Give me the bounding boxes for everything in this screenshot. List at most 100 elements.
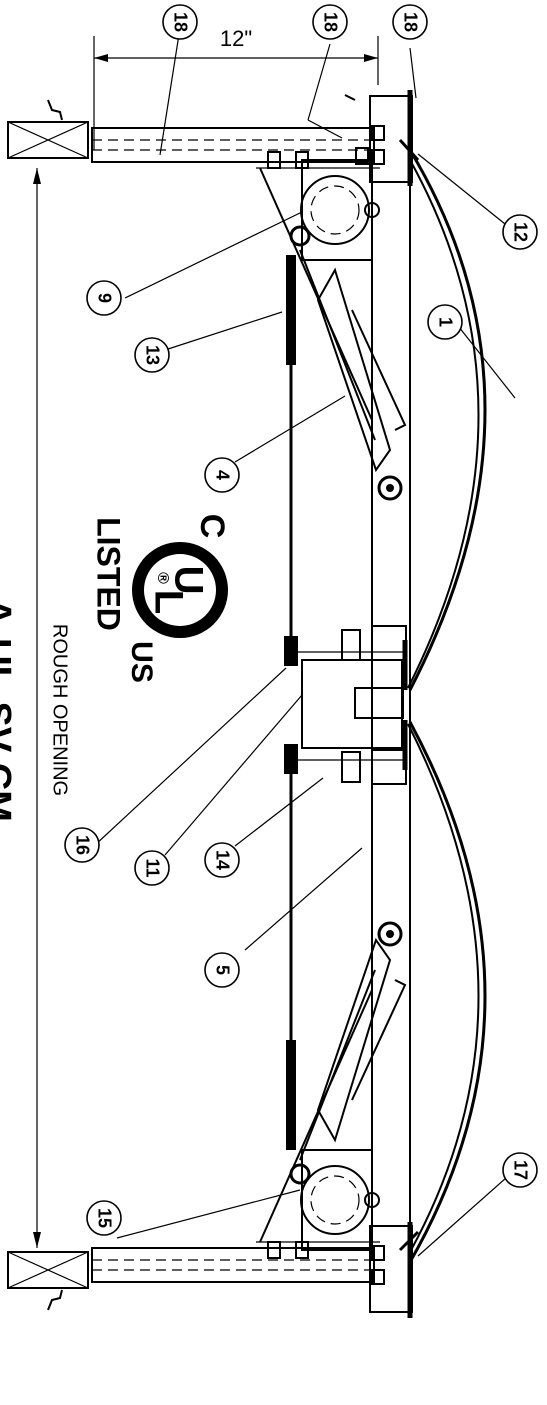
actuator-lower-arm2: [299, 969, 376, 1161]
actuator-lower-end: [377, 921, 403, 947]
operator-upper-motor: [300, 175, 370, 245]
ul-registered: ®: [154, 572, 171, 584]
frame-top: [344, 90, 420, 186]
operator-lower-housing: [301, 1149, 373, 1251]
callout-c11: 11: [134, 850, 170, 886]
leader-15: [116, 1189, 301, 1239]
operator-upper-bolt1: [267, 151, 281, 169]
center-bracket-top: [371, 625, 407, 661]
operator-upper: [256, 147, 407, 501]
frame-bottom-bolt-b: [371, 1269, 385, 1285]
dimension-12-label: 12": [220, 26, 252, 51]
ul-letters-us: US: [125, 641, 158, 683]
callout-circle: [134, 850, 170, 886]
callout-number: 17: [510, 1160, 530, 1180]
callout-number: 4: [212, 470, 232, 480]
callout-number: 14: [212, 850, 232, 870]
leader-5: [244, 847, 363, 951]
top-dimension: 12": [93, 26, 379, 150]
actuator-lower-cylinder: [316, 937, 392, 1143]
ul-letter-c: C: [193, 514, 231, 539]
leader-18a: [159, 27, 181, 156]
operator-upper-motor-inner: [310, 185, 360, 235]
wall-block-bottom-rect: [7, 1251, 89, 1289]
dome-lower-outer: [408, 721, 487, 1263]
wall-block-bottom-x2: [7, 1251, 89, 1289]
callout-circle: [502, 1152, 538, 1188]
curb-bottom-rect: [91, 1247, 375, 1283]
callout-c4: 4: [204, 457, 240, 493]
operator-lower-pivot: [364, 1192, 380, 1208]
frame-bottom-clip: [398, 1230, 420, 1252]
callout-number: 5: [212, 965, 232, 975]
callout-circle: [86, 1200, 122, 1236]
callout-c17: 17: [502, 1152, 538, 1188]
callout-c18a: 18: [162, 4, 198, 40]
wall-block-top: [7, 99, 89, 159]
leader-16: [94, 667, 287, 846]
wall-block-top-hook: [47, 99, 63, 121]
callout-number: 9: [94, 293, 114, 303]
curb-top-rect: [91, 127, 375, 163]
leader-4: [234, 395, 346, 463]
callout-number: 18: [320, 12, 340, 32]
callout-number: 13: [142, 345, 162, 365]
wall-block-top-rect: [7, 121, 89, 159]
callout-c13: 13: [134, 337, 170, 373]
operator-lower: [256, 921, 407, 1259]
center-nut-top: [341, 629, 361, 661]
dome-lower-inner: [407, 723, 480, 1253]
operator-upper-housing: [301, 159, 373, 261]
callout-c9: 9: [86, 280, 122, 316]
actuator-upper-arm1: [259, 167, 373, 421]
center-nut-bottom: [341, 751, 361, 783]
callout-circle: [134, 337, 170, 373]
wall-block-bottom-hook: [47, 1289, 63, 1311]
drawing-title: A-UL-SV-CM: [0, 598, 18, 822]
ul-letter-u: U: [166, 566, 210, 595]
turnbuckle-top: [284, 636, 298, 666]
actuator-upper-arm2: [299, 249, 376, 441]
turnbuckle-bottom: [284, 744, 298, 774]
wall-block-bottom: [7, 1251, 89, 1311]
center-box: [301, 659, 403, 749]
dim-arrow-right: [364, 54, 378, 62]
dome: [407, 149, 487, 1263]
curb-top: [91, 127, 375, 163]
frame-bottom: [369, 1222, 420, 1318]
callout-circle: [204, 952, 240, 988]
cable-assembly: [286, 255, 296, 1150]
actuator-upper-bracket: [351, 309, 407, 431]
actuator-lower-end-pin: [386, 930, 394, 938]
callout-number: 18: [170, 12, 190, 32]
callout-c14: 14: [204, 842, 240, 878]
leader-12: [417, 153, 516, 233]
callout-circle: [204, 842, 240, 878]
ul-listing-mark: U L ® C US LISTED: [91, 514, 231, 683]
leader-18b-2: [307, 119, 343, 139]
rough-opening-label: ROUGH OPENING: [49, 624, 71, 796]
leader-18b-1: [307, 43, 331, 121]
actuator-upper-end: [377, 475, 403, 501]
leader-9: [124, 211, 303, 299]
callout-circle: [312, 4, 348, 40]
center-box-slot: [354, 687, 404, 719]
center-bracket-bottom: [371, 749, 407, 785]
operator-lower-bolt1: [267, 1241, 281, 1259]
wall-block-top-x2: [7, 121, 89, 159]
callout-c12: 12: [502, 214, 538, 250]
operator-upper-pivot: [364, 202, 380, 218]
actuator-lower-bracket: [351, 979, 407, 1101]
ul-letter-l: L: [146, 590, 190, 614]
actuator-upper-cylinder: [316, 267, 392, 473]
ul-listed: LISTED: [91, 517, 127, 631]
frame-top-bolt-a: [371, 125, 385, 141]
frame-top-screw: [344, 94, 356, 101]
ul-inner-circle: [144, 554, 216, 626]
callout-number: 12: [510, 222, 530, 242]
callout-c5: 5: [204, 952, 240, 988]
callout-c15: 15: [86, 1200, 122, 1236]
leader-14: [234, 777, 324, 847]
curb-bottom: [91, 1247, 375, 1283]
